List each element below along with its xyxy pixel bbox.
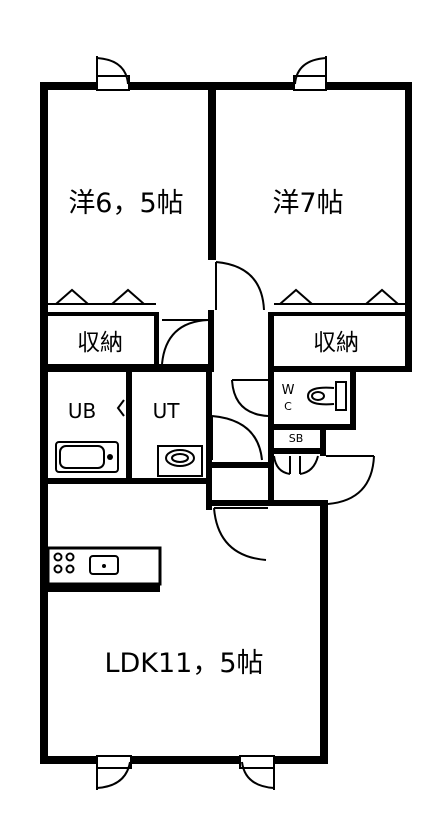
door-toilet — [231, 379, 269, 417]
door-western-a — [161, 319, 209, 365]
window-bottom-left — [96, 755, 132, 790]
bath-partition — [116, 376, 129, 440]
room-label-storage-b: 収納 — [313, 330, 359, 356]
bathtub — [55, 441, 119, 473]
door-entrance — [326, 454, 375, 506]
room-label-ldk: LDK11，5帖 — [104, 648, 263, 679]
window-bottom-right — [239, 755, 275, 790]
door-western-b — [215, 261, 265, 311]
room-label-bath: UB — [68, 399, 96, 423]
room-label-utility: UT — [153, 399, 181, 423]
window-top-left — [96, 56, 130, 91]
wash-basin — [157, 445, 203, 477]
kitchen-counter — [46, 546, 162, 586]
door-utility — [211, 415, 263, 461]
room-label-toilet-w: W — [282, 383, 295, 398]
room-label-shoe-box: SB — [289, 432, 304, 445]
window-top-right — [293, 56, 327, 91]
closet-doors-right — [274, 288, 405, 305]
room-label-storage-a: 収納 — [77, 330, 123, 356]
toilet-fixture — [306, 381, 347, 411]
room-label-western-a: 洋6，5帖 — [68, 188, 183, 219]
door-ldk — [213, 507, 268, 561]
closet-doors-left — [48, 288, 156, 305]
door-sb — [273, 455, 319, 475]
room-label-toilet-c: C — [284, 400, 292, 413]
room-label-western-b: 洋7帖 — [272, 188, 343, 219]
exterior-walls — [40, 82, 412, 764]
